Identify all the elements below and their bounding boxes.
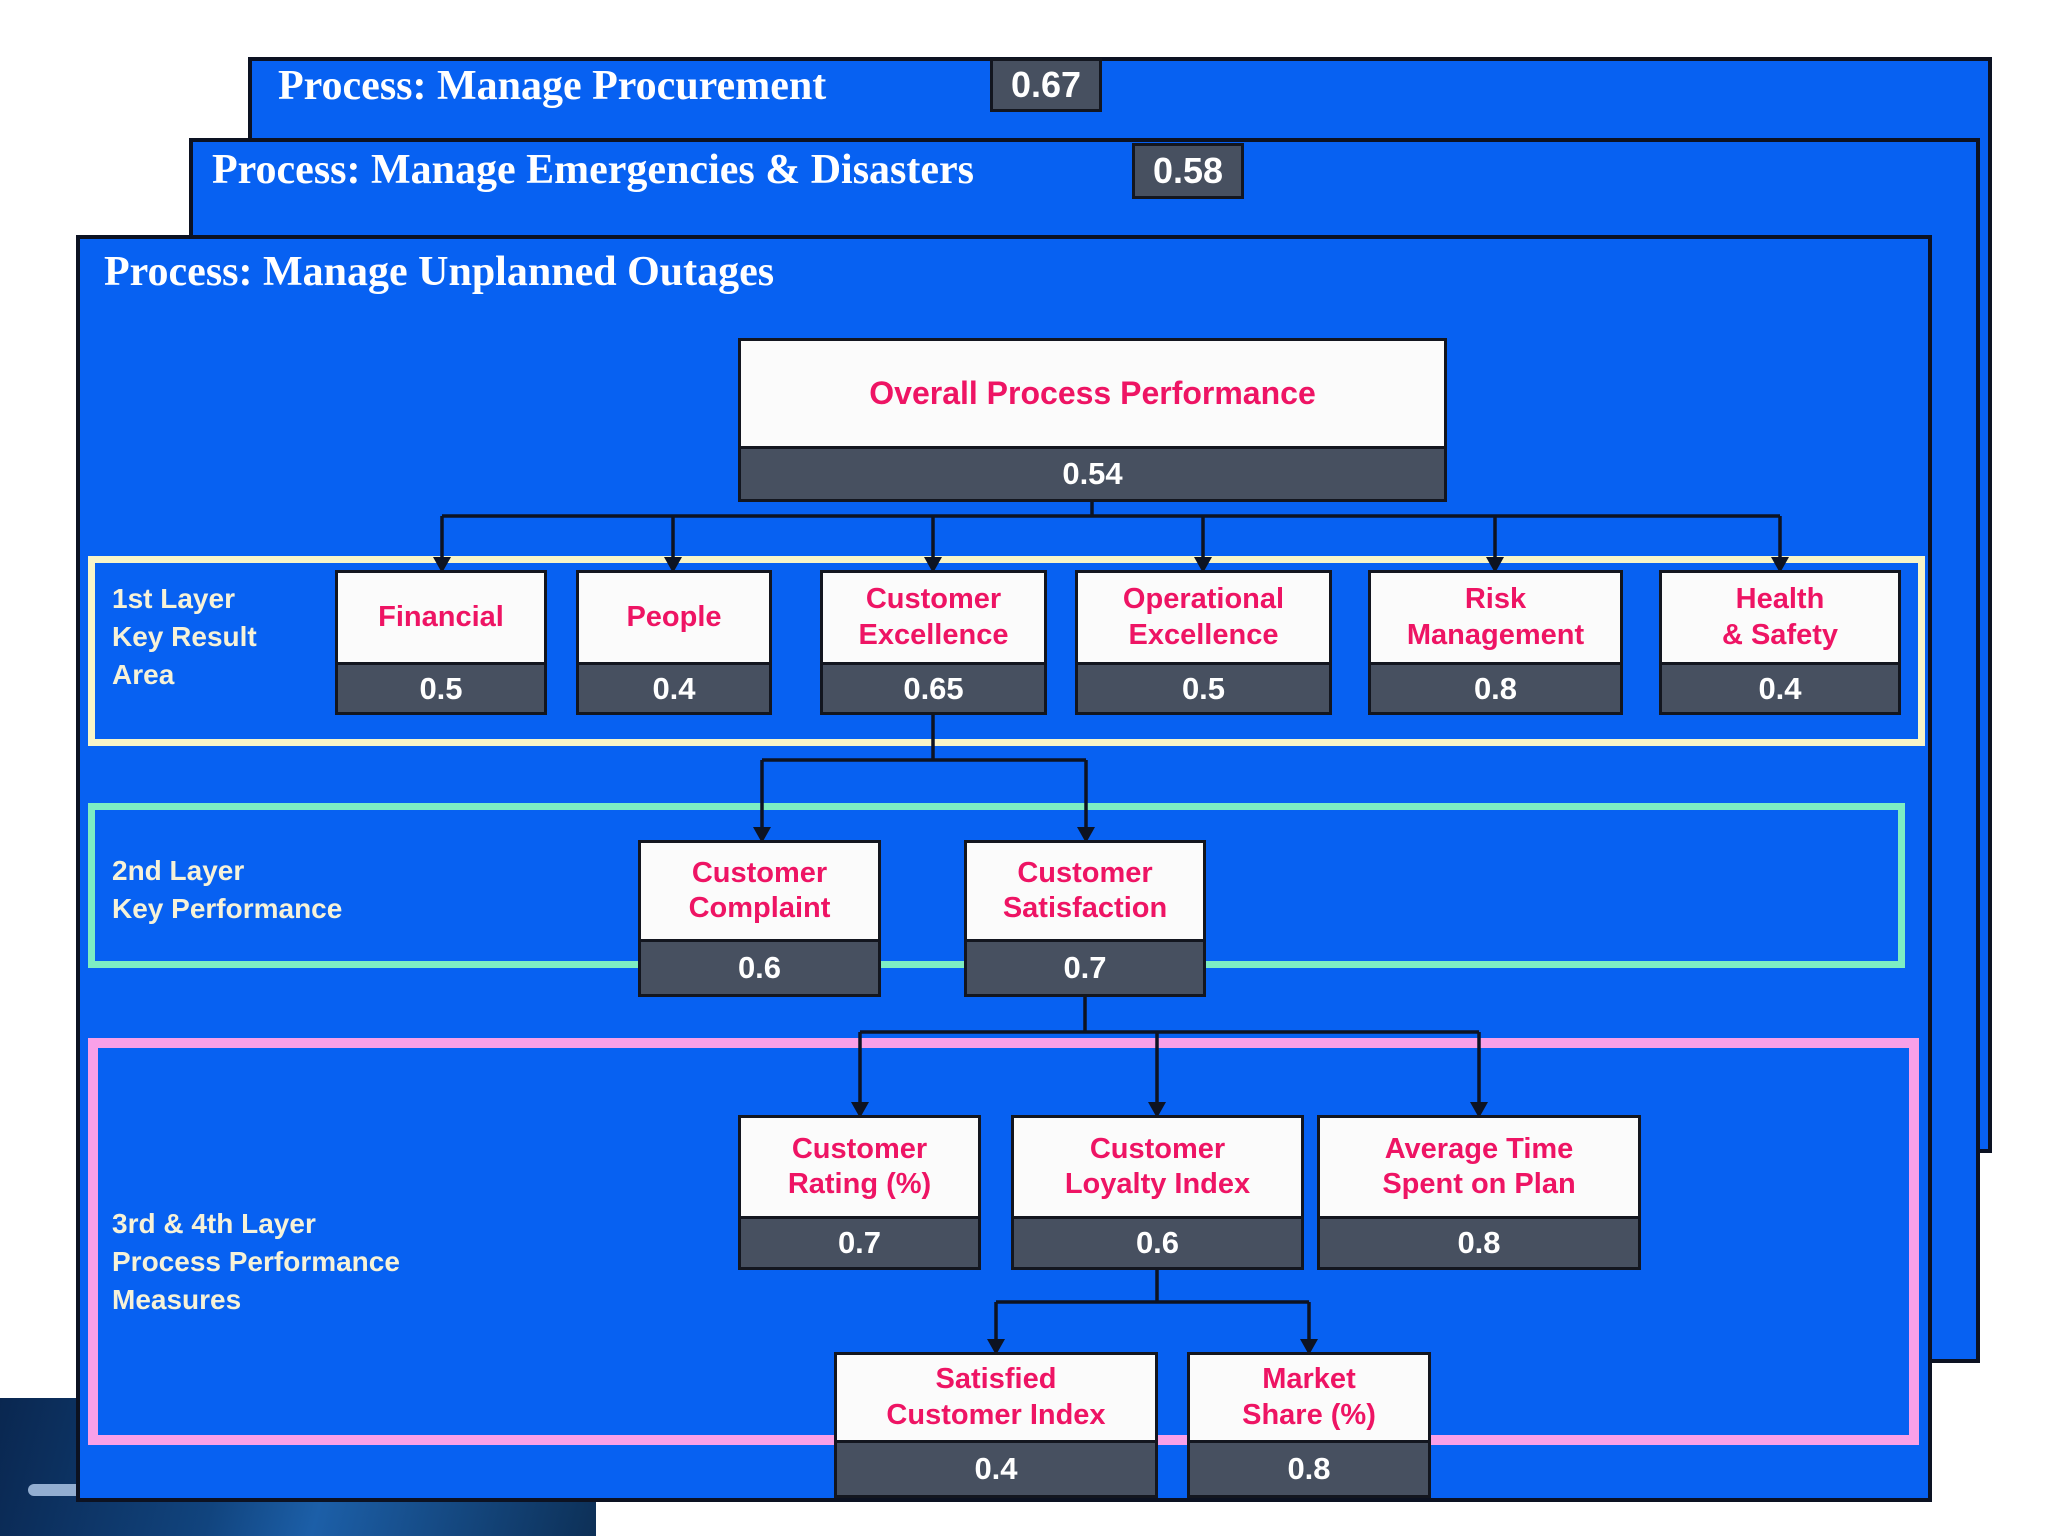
box-label: Average Time Spent on Plan xyxy=(1382,1132,1576,1200)
box-label: Risk Management xyxy=(1406,583,1585,651)
box-label: Customer Complaint xyxy=(688,856,831,924)
box-label: Customer Satisfaction xyxy=(1002,856,1168,924)
box-value: 0.4 xyxy=(837,1440,1155,1495)
box-label: Operational Excellence xyxy=(1122,583,1285,651)
overall-performance-box: Overall Process Performance 0.54 xyxy=(738,338,1447,502)
box-label: Overall Process Performance xyxy=(869,374,1316,411)
card-title-emergencies: Process: Manage Emergencies & Disasters xyxy=(212,147,975,193)
card-title-unplanned-outages: Process: Manage Unplanned Outages xyxy=(104,249,775,295)
box-value: 0.7 xyxy=(741,1216,978,1267)
card-title-procurement: Process: Manage Procurement xyxy=(278,63,827,109)
score-chip-procurement: 0.67 xyxy=(990,58,1102,112)
kra-box-health-safety: Health & Safety 0.4 xyxy=(1659,570,1901,715)
box-label: Market Share (%) xyxy=(1242,1363,1376,1431)
layer1-label: 1st Layer Key Result Area xyxy=(112,583,257,690)
box-label: Satisfied Customer Index xyxy=(886,1363,1106,1431)
measure-box-average-time-on-plan: Average Time Spent on Plan 0.8 xyxy=(1317,1115,1641,1270)
score-chip-emergencies: 0.58 xyxy=(1132,143,1244,199)
kra-box-financial: Financial 0.5 xyxy=(335,570,547,715)
measure-box-market-share: Market Share (%) 0.8 xyxy=(1187,1352,1431,1498)
box-label: People xyxy=(626,600,722,633)
box-value: 0.5 xyxy=(338,662,544,712)
box-value: 0.4 xyxy=(1662,662,1898,712)
box-label: Health & Safety xyxy=(1721,583,1839,651)
box-label: Customer Excellence xyxy=(858,583,1009,651)
layer2-label: 2nd Layer Key Performance xyxy=(112,855,343,924)
box-value: 0.6 xyxy=(641,939,878,994)
box-value: 0.65 xyxy=(823,662,1044,712)
box-value: 0.4 xyxy=(579,662,769,712)
box-label: Customer Loyalty Index xyxy=(1064,1132,1251,1200)
kpi-box-customer-satisfaction: Customer Satisfaction 0.7 xyxy=(964,840,1206,997)
box-label: Financial xyxy=(378,600,504,633)
measure-box-customer-loyalty-index: Customer Loyalty Index 0.6 xyxy=(1011,1115,1304,1270)
kra-box-people: People 0.4 xyxy=(576,570,772,715)
measure-box-satisfied-customer-index: Satisfied Customer Index 0.4 xyxy=(834,1352,1158,1498)
box-value: 0.5 xyxy=(1078,662,1329,712)
measure-box-customer-rating: Customer Rating (%) 0.7 xyxy=(738,1115,981,1270)
box-label: Customer Rating (%) xyxy=(787,1132,932,1200)
kra-box-operational-excellence: Operational Excellence 0.5 xyxy=(1075,570,1332,715)
kra-box-risk-management: Risk Management 0.8 xyxy=(1368,570,1623,715)
box-value: 0.7 xyxy=(967,939,1203,994)
box-value: 0.8 xyxy=(1320,1216,1638,1267)
box-value: 0.54 xyxy=(741,446,1444,499)
layer3-label: 3rd & 4th Layer Process Performance Meas… xyxy=(112,1208,400,1315)
kra-box-customer-excellence: Customer Excellence 0.65 xyxy=(820,570,1047,715)
box-value: 0.8 xyxy=(1371,662,1620,712)
box-value: 0.6 xyxy=(1014,1216,1301,1267)
box-value: 0.8 xyxy=(1190,1440,1428,1495)
kpi-box-customer-complaint: Customer Complaint 0.6 xyxy=(638,840,881,997)
